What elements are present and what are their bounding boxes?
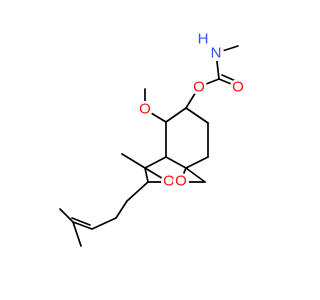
atom-labels: N H O O O O O xyxy=(137,31,246,190)
atom-o-methoxy: O xyxy=(137,101,153,118)
atom-label-nitrogen: N xyxy=(211,45,222,62)
atom-h: H xyxy=(196,31,210,48)
bond-ring-c6-to-c5 xyxy=(185,107,209,124)
bond-ring-c3-to-epoxide-c1 xyxy=(144,156,167,169)
bond-chain-c4-to-methyl-b xyxy=(72,221,82,247)
bond-ring-c2-to-spiro-ch2 xyxy=(185,167,206,183)
atom-label-methoxy-oxygen: O xyxy=(139,101,151,118)
bond-chain-c2-to-chain-c3 xyxy=(91,217,117,230)
bond-chain-c1-to-chain-c2 xyxy=(115,200,128,219)
atom-label-hydrogen: H xyxy=(198,31,209,48)
bond-ring-c5-to-c4 xyxy=(165,107,187,123)
bond-chain-c3-to-chain-c4-b xyxy=(71,217,91,226)
atom-o-carbamate: O xyxy=(191,79,207,96)
bond-epoxide-c1-to-methyl xyxy=(121,153,146,169)
bond-epoxide-c2-to-chain-c1 xyxy=(126,181,149,202)
atom-o-carbonyl: O xyxy=(230,79,246,96)
bond-chain-c3-to-chain-c4-a xyxy=(72,221,93,230)
bond-epoxide-c1-to-epoxide-c2 xyxy=(144,167,149,183)
molecule-structure-diagram: N H O O O O O xyxy=(59,30,246,247)
bond-chain-c4-to-methyl-a xyxy=(59,208,74,223)
bond-ring-c2-to-c1 xyxy=(185,156,209,169)
atom-o-spiro-epoxide: O xyxy=(173,173,189,190)
atom-label-side-epoxide-oxygen: O xyxy=(163,173,175,190)
atom-label-carbamate-oxygen: O xyxy=(193,79,205,96)
bond-ring-c3-to-c2 xyxy=(165,156,187,169)
atom-label-spiro-epoxide-oxygen: O xyxy=(175,173,187,190)
atom-nh: N xyxy=(208,45,224,62)
bonds-layer xyxy=(59,45,239,247)
atom-o-epoxide-side: O xyxy=(161,173,177,190)
atom-label-carbonyl-oxygen: O xyxy=(232,79,244,96)
